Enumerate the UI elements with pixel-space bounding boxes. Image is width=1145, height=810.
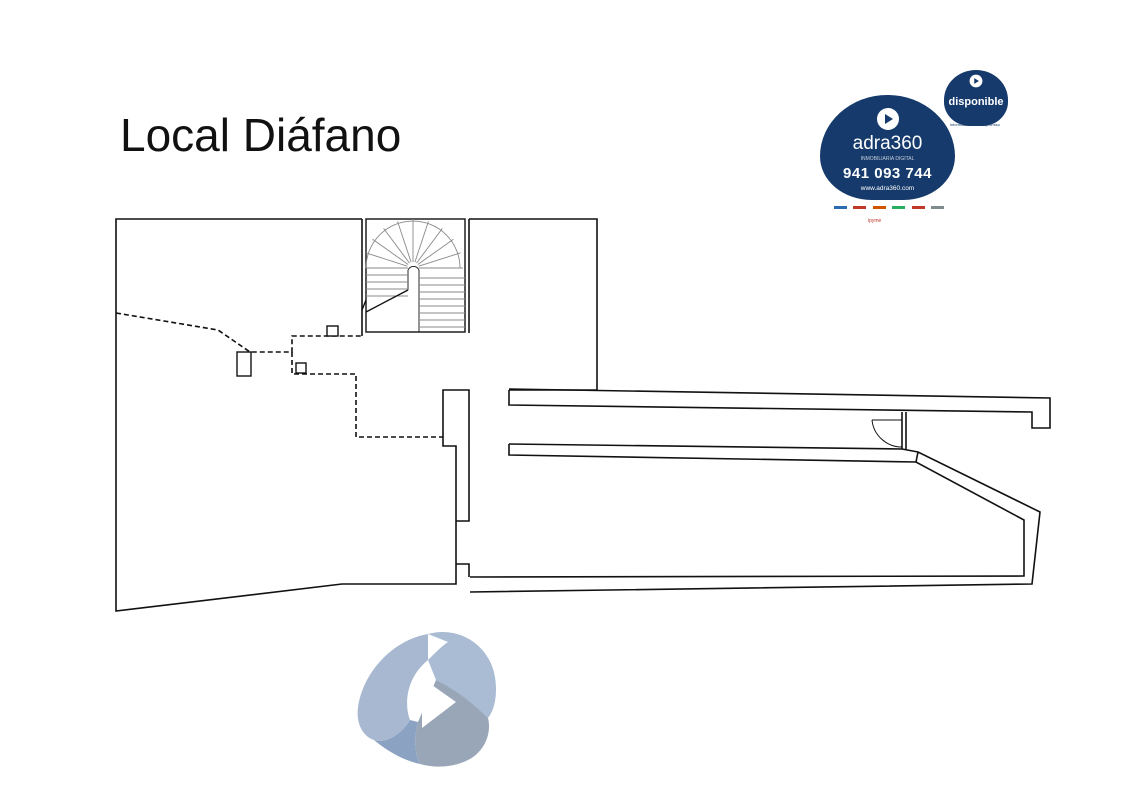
stair-winder <box>414 221 429 263</box>
stair-winder <box>418 252 461 267</box>
wall-notch <box>456 563 470 577</box>
stair-winder <box>383 228 410 264</box>
column-2 <box>326 325 339 337</box>
dashed-partition-2 <box>291 352 443 438</box>
column-1 <box>236 351 252 377</box>
badge-website: www.adra360.com <box>860 185 915 192</box>
column-3 <box>295 362 307 374</box>
page-title: Local Diáfano <box>120 109 402 161</box>
stair-winder <box>417 238 454 265</box>
stair-winder <box>365 252 408 267</box>
staircase <box>361 218 466 333</box>
badge-brand: adra360 <box>852 133 923 154</box>
wall-lower-room-top <box>469 444 1025 578</box>
play-triangle-icon <box>969 74 983 88</box>
stair-winder <box>372 238 409 265</box>
wall-main-room <box>115 218 470 612</box>
badge-tagline: INMOBILIARIA DIGITAL <box>860 156 915 162</box>
wall-upper-corridor <box>508 388 1051 429</box>
dashed-partition <box>115 312 362 353</box>
disponible-badge: disponible <box>944 70 1008 126</box>
stair-winder <box>397 221 412 263</box>
door-swing <box>871 419 903 448</box>
stair-winder <box>416 228 443 264</box>
stair-arc <box>365 220 461 269</box>
disponible-label: disponible <box>948 96 1004 108</box>
badge-phone: 941 093 744 <box>843 165 932 182</box>
wall-junction <box>915 451 919 463</box>
partner-mark: ipyme <box>868 218 882 224</box>
adra360-logo-icon <box>357 631 496 767</box>
adra360-badge: adra360 INMOBILIARIA DIGITAL 941 093 744… <box>820 95 955 200</box>
play-triangle-icon <box>877 108 899 130</box>
disponible-caption: información sin compromiso <box>950 122 1000 127</box>
wall-right-block <box>469 218 598 390</box>
partner-logos <box>834 206 944 212</box>
wall-lower-room-outer <box>469 443 1041 593</box>
